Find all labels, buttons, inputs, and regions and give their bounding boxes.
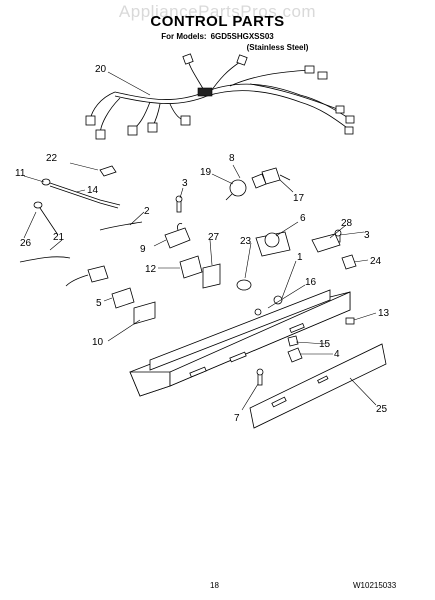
- callout-26: 26: [20, 238, 32, 249]
- part-22-connector: [99, 165, 117, 177]
- control-housing: [129, 289, 351, 397]
- callout-3-a: 3: [182, 178, 188, 189]
- part-6-control: [255, 231, 291, 257]
- page-number: 18: [210, 581, 219, 590]
- callout-8: 8: [229, 153, 235, 164]
- watermark: AppliancePartsPros.com: [118, 2, 317, 21]
- part-23-knob: [236, 279, 252, 291]
- callout-5: 5: [96, 298, 102, 309]
- models-line: For Models:6GD5SHGXSS03: [0, 32, 435, 41]
- part-10-label: [133, 301, 156, 325]
- part-21-tube: [19, 256, 71, 263]
- finish-label: (Stainless Steel): [246, 43, 309, 52]
- models-label: For Models:: [161, 32, 207, 41]
- part-17-socket: [261, 167, 291, 185]
- part-14-sensor: [41, 178, 121, 209]
- part-5-switch: [65, 265, 109, 287]
- models-value: 6GD5SHGXSS03: [210, 32, 274, 41]
- callout-25: 25: [376, 404, 388, 415]
- part-15-clip: [287, 335, 299, 347]
- part-25-faceplate: [249, 343, 387, 429]
- part-7-screw: [256, 368, 264, 386]
- leader-lines: [23, 71, 377, 411]
- part-27-label: [202, 263, 221, 289]
- callout-6: 6: [300, 213, 306, 224]
- part-13-screw: [345, 317, 355, 325]
- callout-2: 2: [144, 206, 150, 217]
- part-28-switch: [311, 233, 341, 253]
- part-3-screw-right: [334, 229, 342, 243]
- part-12-switch: [111, 255, 203, 309]
- callout-labels: 20 22 11 14 2 3 9 26 21 8 19 17 6 23 27 …: [15, 64, 390, 424]
- document-number: W10215033: [353, 581, 397, 590]
- callout-12: 12: [145, 264, 157, 275]
- page-title: CONTROL PARTS: [150, 13, 285, 30]
- part-2-tube: [99, 221, 143, 231]
- part-26-sensor: [33, 201, 59, 236]
- callout-22: 22: [46, 153, 58, 164]
- callout-19: 19: [200, 167, 212, 178]
- callout-16: 16: [305, 277, 317, 288]
- callout-7: 7: [234, 413, 240, 424]
- part-4-clip: [287, 347, 303, 363]
- callout-3-b: 3: [364, 230, 370, 241]
- callout-24: 24: [370, 256, 382, 267]
- callout-1: 1: [297, 252, 303, 263]
- part-19-bulb: [225, 179, 247, 201]
- wire-harness: [85, 53, 355, 140]
- callout-23: 23: [240, 236, 252, 247]
- callout-11: 11: [15, 168, 26, 179]
- part-9-switch: [164, 222, 191, 249]
- part-3-screw-upper: [175, 195, 183, 213]
- callout-17: 17: [293, 193, 305, 204]
- callout-9: 9: [140, 244, 146, 255]
- callout-15: 15: [319, 339, 331, 350]
- callout-13: 13: [378, 308, 390, 319]
- part-24-switch: [341, 254, 357, 270]
- callout-4: 4: [334, 349, 340, 360]
- callout-20: 20: [95, 64, 107, 75]
- callout-28: 28: [341, 218, 353, 229]
- callout-21: 21: [53, 232, 65, 243]
- callout-14: 14: [87, 185, 99, 196]
- callout-27: 27: [208, 232, 220, 243]
- callout-10: 10: [92, 337, 104, 348]
